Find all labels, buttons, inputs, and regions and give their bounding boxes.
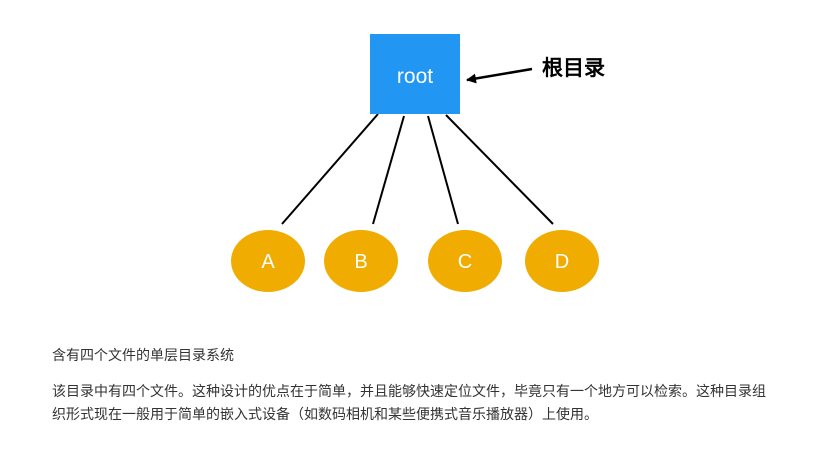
root-node	[370, 34, 460, 114]
node-c-label: C	[458, 251, 472, 273]
figure-caption: 含有四个文件的单层目录系统	[52, 348, 234, 364]
node-b	[324, 230, 398, 292]
node-d-label: D	[555, 251, 569, 273]
edge-root-a	[281, 113, 379, 225]
description-paragraph: 该目录中有四个文件。这种设计的优点在于简单，并且能够快速定位文件，毕竟只有一个地…	[52, 384, 766, 423]
edge-root-d	[445, 114, 554, 225]
node-d	[525, 230, 599, 292]
directory-diagram: root 根目录 A B C D	[231, 34, 605, 292]
edge-root-c	[427, 115, 459, 225]
node-b-label: B	[354, 251, 367, 273]
annotation-arrow	[466, 67, 533, 84]
node-a	[231, 230, 305, 292]
root-label: root	[397, 65, 433, 88]
edge-root-b	[372, 115, 405, 225]
node-a-label: A	[261, 251, 275, 273]
annotation-label: 根目录	[542, 56, 605, 80]
node-c	[428, 230, 502, 292]
